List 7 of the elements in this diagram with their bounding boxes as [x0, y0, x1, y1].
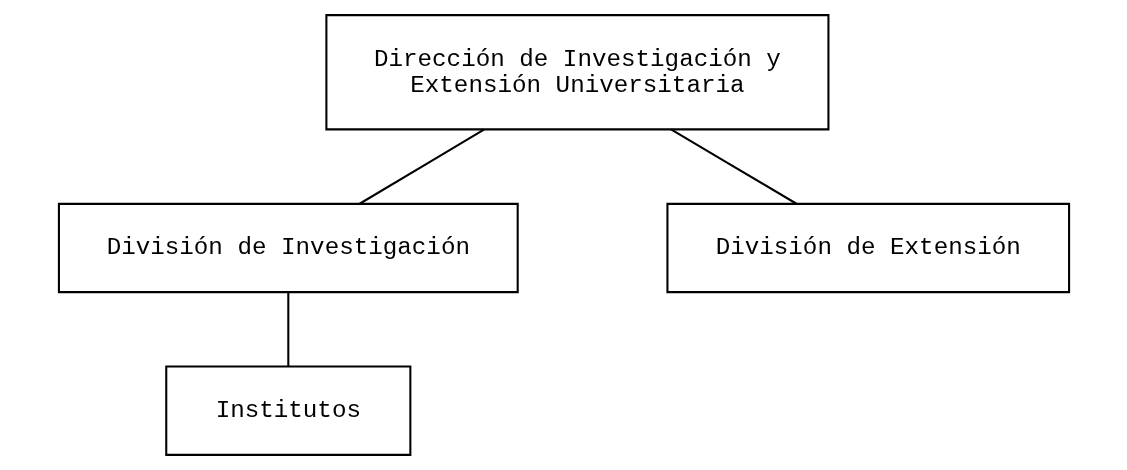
- connector: [670, 128, 797, 205]
- node-box: División de Extensión: [665, 202, 1070, 294]
- node-box: Dirección de Investigación y Extensión Universitaria: [324, 14, 829, 131]
- node-box: División de Investigación: [57, 202, 519, 294]
- node-box: Institutos: [164, 365, 411, 456]
- connector: [286, 292, 289, 367]
- connector: [358, 128, 485, 205]
